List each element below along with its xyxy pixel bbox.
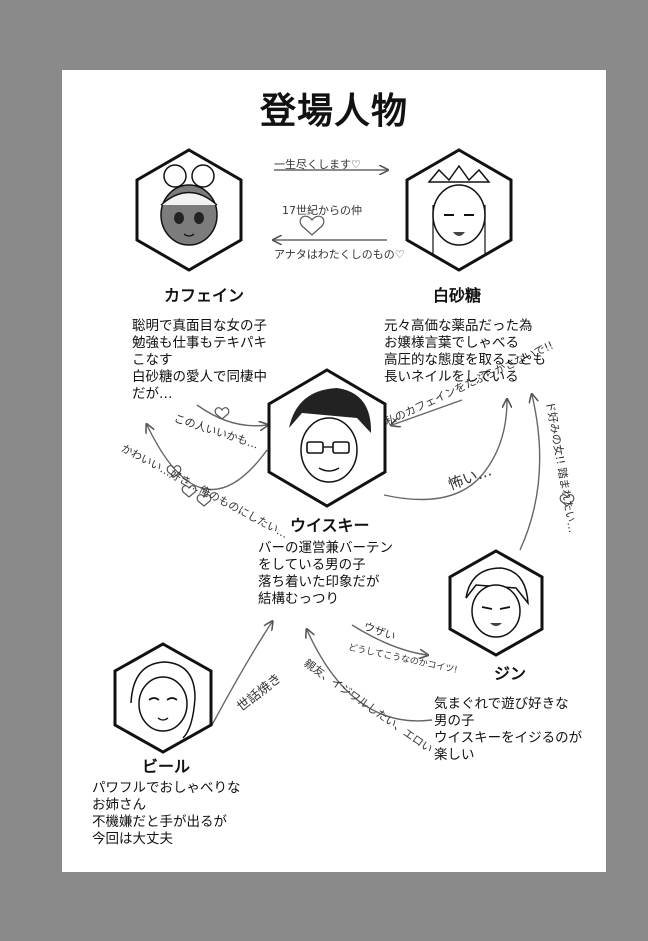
description-line: お姉さん — [92, 797, 146, 813]
face — [471, 584, 521, 638]
whisky-name: ウイスキー — [290, 516, 370, 535]
description-line: をしている男の子 — [258, 557, 366, 573]
description-line: 男の子 — [434, 713, 475, 729]
description-line: 結構むっつり — [258, 591, 339, 607]
caffeine-portrait — [135, 148, 243, 272]
arrow-sugar-whisky — [392, 399, 463, 425]
note-caffeine-to-sugar: 一生尽くします♡ — [274, 158, 361, 171]
arrow-gin-sugar — [519, 395, 541, 551]
whisky-description: バーの運営兼バーテン をしている男の子 落ち着いた印象だが 結構むっつり — [258, 540, 393, 608]
description-line: お嬢様言葉でしゃべる — [384, 335, 519, 351]
beer-name: ビール — [142, 757, 191, 776]
description-line: 気まぐれで遊び好きな — [434, 696, 569, 712]
description-line: 楽しい — [434, 747, 475, 763]
crown-icon — [427, 164, 491, 183]
description-line: 聡明で真面目な女の子 — [132, 318, 267, 334]
gin-name: ジン — [494, 664, 527, 683]
beer-description: パワフルでおしゃべりな お姉さん 不機嫌だと手が出るが 今回は大丈夫 — [92, 780, 241, 848]
caffeine-name: カフェイン — [164, 286, 245, 305]
description-line: 白砂糖の愛人で同棲中 — [132, 369, 267, 385]
sugar-portrait — [405, 148, 513, 272]
beer-portrait — [113, 642, 213, 754]
arrow-whisky-sugar — [383, 400, 507, 501]
face — [138, 676, 188, 732]
caffeine-description: 聡明で真面目な女の子 勉強も仕事もテキパキ こなす 白砂糖の愛人で同棲中 だが… — [132, 318, 267, 403]
description-line: 長いネイルをしている — [384, 369, 519, 385]
description-line: 不機嫌だと手が出るが — [92, 814, 227, 830]
description-line: こなす — [132, 352, 173, 368]
heart-icon — [299, 215, 325, 236]
heart-icon — [214, 407, 230, 420]
relationship-diagram — [113, 148, 575, 754]
face — [300, 417, 358, 483]
description-line: 高圧的な態度を取ることも — [384, 352, 546, 368]
note-sugar-to-caffeine: アナタはわたくしのもの♡ — [274, 248, 405, 261]
description-line: だが… — [132, 386, 173, 402]
sugar-name: 白砂糖 — [433, 286, 482, 305]
note-history: 17世紀からの仲 — [282, 204, 362, 217]
description-line: パワフルでおしゃべりな — [92, 780, 241, 796]
arrow-whisky-gin — [307, 630, 433, 722]
page-title: 登場人物 — [259, 91, 408, 132]
description-line: 落ち着いた印象だが — [258, 574, 380, 590]
heart-icon — [196, 494, 212, 507]
arrow-whisky-caffeine — [147, 425, 268, 491]
sugar-description: 元々高価な薬品だった為 お嬢様言葉でしゃべる 高圧的な態度を取ることも 長いネイ… — [384, 318, 546, 386]
description-line: 今回は大丈夫 — [92, 831, 173, 847]
description-line: 元々高価な薬品だった為 — [384, 318, 533, 334]
heart-icon — [166, 465, 182, 478]
gin-description: 気まぐれで遊び好きな 男の子 ウイスキーをイジるのが 楽しい — [434, 696, 582, 764]
description-line: バーの運営兼バーテン — [258, 540, 393, 556]
arrow-gin-whisky — [351, 624, 427, 655]
heart-doodles — [166, 215, 575, 507]
arrow-beer-whisky — [211, 622, 272, 726]
character-sheet: 登場人物 一生尽くします♡ 17世紀からの仲 アナタはわたくしのもの♡ この人い… — [62, 70, 606, 872]
heart-icon — [559, 494, 575, 507]
arrow-caffeine-whisky — [196, 404, 267, 426]
description-line: ウイスキーをイジるのが — [434, 730, 583, 746]
heart-icon — [181, 485, 197, 498]
relation-arrows — [147, 170, 541, 726]
hair — [289, 388, 372, 433]
whisky-portrait — [267, 368, 387, 508]
description-line: 勉強も仕事もテキパキ — [132, 335, 267, 351]
gin-portrait — [448, 549, 544, 657]
